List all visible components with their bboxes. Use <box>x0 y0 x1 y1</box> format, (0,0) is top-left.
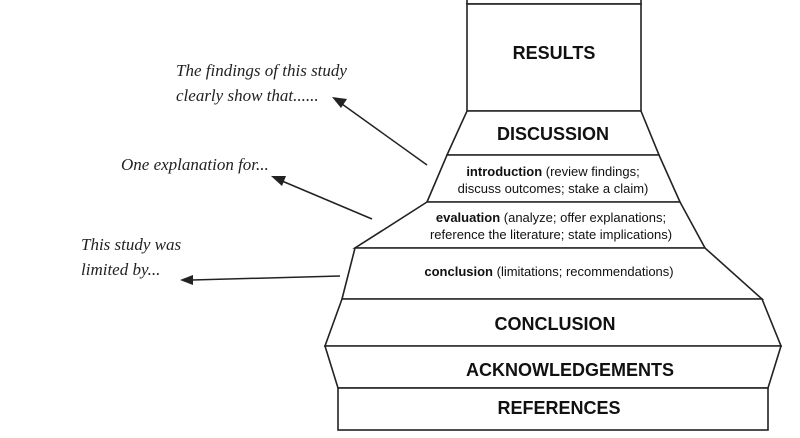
introduction-line-2: discuss outcomes; stake a claim) <box>458 181 649 196</box>
results-label: RESULTS <box>513 43 596 63</box>
annotation-limited-line-2: limited by... <box>81 260 160 279</box>
evaluation-keyword: evaluation <box>436 210 500 225</box>
conclusion-label: CONCLUSION <box>495 314 616 334</box>
introduction-detail-1: (review findings; <box>542 164 640 179</box>
discussion-label: DISCUSSION <box>497 124 609 144</box>
acknowledgements-label: ACKNOWLEDGEMENTS <box>466 360 674 380</box>
conclusion-sub-line-1: conclusion (limitations; recommendations… <box>424 264 673 279</box>
arrow-findings <box>332 97 428 166</box>
arrow-explanation <box>271 176 373 220</box>
evaluation-line-1: evaluation (analyze; offer explanations; <box>436 210 666 225</box>
evaluation-line-2: reference the literature; state implicat… <box>430 227 672 242</box>
annotation-findings: The findings of this study clearly show … <box>176 61 347 105</box>
introduction-keyword: introduction <box>466 164 542 179</box>
arrow-limited <box>180 275 341 285</box>
annotation-explanation-line-1: One explanation for... <box>121 155 269 174</box>
references-block: REFERENCES <box>337 387 769 431</box>
annotation-findings-line-1: The findings of this study <box>176 61 347 80</box>
evaluation-block: evaluation (analyze; offer explanations;… <box>352 201 707 249</box>
conclusion-sub-detail: (limitations; recommendations) <box>493 264 674 279</box>
references-label: REFERENCES <box>497 398 620 418</box>
annotation-limited: This study was limited by... <box>81 235 182 279</box>
acknowledgements-block: ACKNOWLEDGEMENTS <box>323 345 783 389</box>
conclusion-sub-keyword: conclusion <box>424 264 493 279</box>
introduction-line-1: introduction (review findings; <box>466 164 639 179</box>
results-block: RESULTS <box>466 0 642 112</box>
conclusion-block: CONCLUSION <box>323 298 783 347</box>
conclusion-sub-block: conclusion (limitations; recommendations… <box>340 247 765 300</box>
evaluation-detail-1: (analyze; offer explanations; <box>500 210 666 225</box>
introduction-block: introduction (review findings; discuss o… <box>425 154 682 203</box>
annotation-findings-line-2: clearly show that...... <box>176 86 319 105</box>
annotation-explanation: One explanation for... <box>121 155 269 174</box>
discussion-block: DISCUSSION <box>445 110 661 156</box>
annotation-limited-line-1: This study was <box>81 235 182 254</box>
